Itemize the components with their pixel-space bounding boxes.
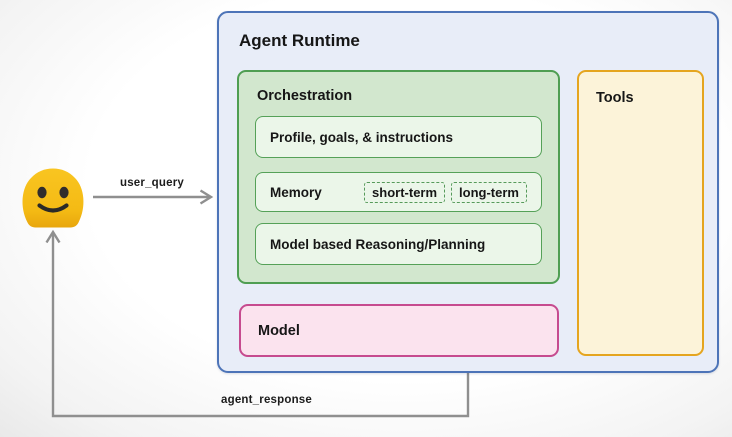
user-smiley-emoji-icon (22, 168, 84, 228)
user-query-arrow-head (199, 189, 214, 205)
agent-response-label: agent_response (221, 394, 312, 406)
orchestration-box: Orchestration Profile, goals, & instruct… (237, 70, 560, 284)
tools-box: Tools (577, 70, 704, 356)
agent-runtime-box: Agent Runtime Orchestration Profile, goa… (217, 11, 719, 373)
memory-box: Memory short-term long-term (255, 172, 542, 212)
emoji-left-eye (37, 186, 47, 199)
model-based-reasoning-planning-label: Model based Reasoning/Planning (270, 236, 486, 252)
emoji-smile (37, 203, 69, 213)
user-query-label: user_query (119, 177, 184, 189)
memory-label: Memory (270, 184, 322, 200)
memory-chips: short-term long-term (364, 181, 527, 203)
agent-runtime-title: Agent Runtime (239, 31, 360, 50)
agent-response-arrow-head (45, 229, 61, 244)
model-based-reasoning-planning-box: Model based Reasoning/Planning (255, 223, 542, 265)
profile-goals-instructions-box: Profile, goals, & instructions (255, 116, 542, 158)
emoji-right-eye (59, 186, 69, 199)
model-label: Model (258, 322, 300, 339)
model-box: Model (239, 304, 559, 357)
short-term-memory-chip: short-term (364, 181, 446, 203)
profile-goals-instructions-label: Profile, goals, & instructions (270, 129, 454, 145)
orchestration-title: Orchestration (257, 88, 353, 104)
long-term-memory-chip: long-term (451, 181, 527, 203)
emoji-blob-face (22, 168, 84, 228)
tools-label: Tools (596, 90, 634, 106)
